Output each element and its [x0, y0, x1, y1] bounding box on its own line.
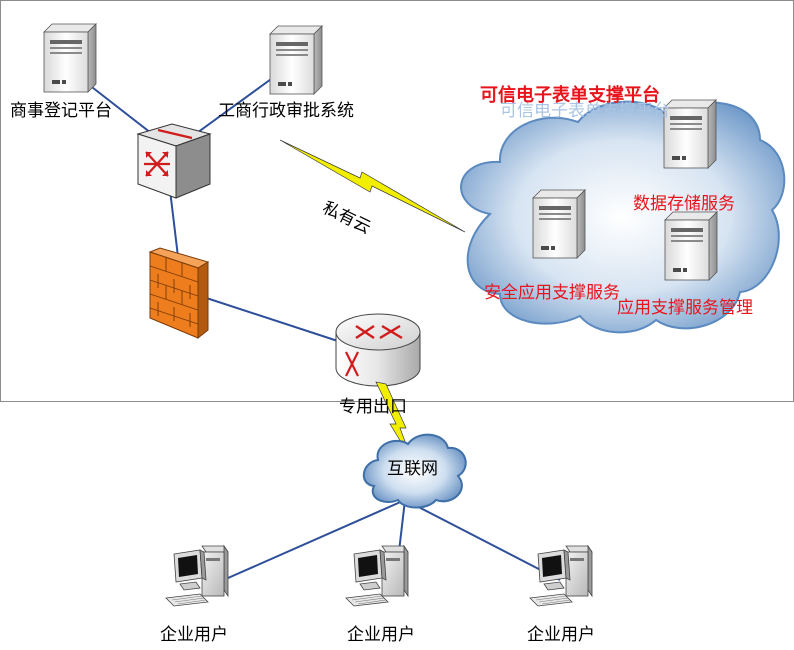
user-pc-1-icon [165, 545, 229, 607]
app-management-label: 应用支撑服务管理 [617, 298, 753, 318]
server-security-icon [532, 189, 586, 259]
firewall-icon [148, 247, 210, 340]
user-pc-2-icon [345, 545, 409, 607]
lightning-private-cloud [279, 139, 466, 233]
user-label-3: 企业用户 [527, 625, 595, 645]
platform-title-shadow: 可信电子表单支撑平台 [500, 101, 670, 121]
security-support-label: 安全应用支撑服务 [484, 283, 620, 303]
server-commerce-label: 商事登记平台 [10, 101, 112, 121]
user-label-1: 企业用户 [160, 625, 228, 645]
router-icon [335, 313, 421, 387]
dedicated-exit-label: 专用出口 [339, 397, 407, 417]
user-pc-3-icon [529, 545, 593, 607]
server-app-management-icon [664, 211, 718, 281]
link-firewall-router [181, 289, 351, 346]
platform-title: 可信电子表单支撑平台 [480, 85, 660, 106]
data-storage-label: 数据存储服务 [633, 194, 735, 214]
server-commerce-icon [43, 23, 97, 93]
link-internet-user3 [404, 499, 561, 581]
switch-icon [136, 123, 212, 199]
internet-label: 互联网 [387, 459, 438, 479]
server-approval-label: 工商行政审批系统 [218, 101, 354, 121]
user-label-2: 企业用户 [347, 625, 415, 645]
link-approval-switch [189, 73, 279, 139]
link-internet-user1 [227, 499, 406, 579]
server-data-storage-icon [663, 99, 717, 169]
server-approval-icon [269, 25, 323, 95]
internet-cloud [363, 433, 467, 509]
